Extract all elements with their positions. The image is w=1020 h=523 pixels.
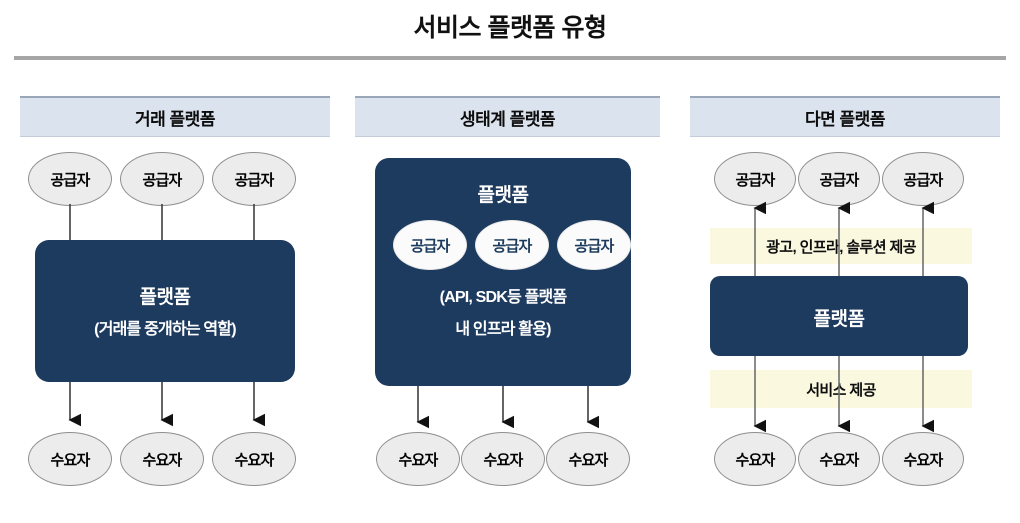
flow-band-lower: 서비스 제공 — [710, 370, 972, 408]
node-supplier: 공급자 — [714, 152, 796, 206]
platform-box-title: 플랫폼 — [813, 309, 865, 330]
platform-box-ecosystem: 플랫폼 공급자 공급자 공급자 (API, SDK등 플랫폼 내 인프라 활용) — [375, 158, 631, 386]
connector-platform-to-supplier — [753, 201, 935, 276]
node-supplier: 공급자 — [28, 152, 112, 206]
platform-box-subtitle: (거래를 중개하는 역할) — [94, 321, 236, 338]
connector-platform-to-consumer — [68, 382, 266, 427]
node-consumer: 수요자 — [461, 432, 545, 486]
node-supplier: 공급자 — [212, 152, 296, 206]
connector-platform-to-consumer — [753, 356, 935, 433]
node-supplier-inner: 공급자 — [557, 220, 631, 270]
flow-band-upper: 광고, 인프라, 솔루션 제공 — [710, 228, 972, 264]
node-consumer: 수요자 — [376, 432, 460, 486]
platform-box-title: 플랫폼 — [139, 287, 191, 308]
column-header-multisided: 다면 플랫폼 — [690, 96, 1000, 137]
node-consumer: 수요자 — [882, 432, 964, 486]
node-supplier: 공급자 — [120, 152, 204, 206]
column-header-transaction: 거래 플랫폼 — [20, 96, 330, 137]
connector-platform-to-consumer — [416, 386, 600, 429]
node-supplier-inner: 공급자 — [475, 220, 549, 270]
node-consumer: 수요자 — [212, 432, 296, 486]
node-consumer: 수요자 — [120, 432, 204, 486]
title-divider — [14, 56, 1006, 60]
node-supplier-inner: 공급자 — [393, 220, 467, 270]
platform-box-subtitle-line2: 내 인프라 활용) — [455, 321, 551, 338]
page-title: 서비스 플랫폼 유형 — [413, 14, 607, 42]
column-header-ecosystem: 생태계 플랫폼 — [355, 96, 660, 137]
platform-box-multisided: 플랫폼 — [710, 276, 968, 356]
platform-box-subtitle-line1: (API, SDK등 플랫폼 — [439, 289, 568, 306]
node-consumer: 수요자 — [798, 432, 880, 486]
platform-box-title: 플랫폼 — [477, 185, 529, 206]
node-consumer: 수요자 — [28, 432, 112, 486]
node-supplier: 공급자 — [798, 152, 880, 206]
node-consumer: 수요자 — [546, 432, 630, 486]
connector-supplier-to-platform — [69, 204, 255, 242]
node-supplier: 공급자 — [882, 152, 964, 206]
platform-box-transaction: 플랫폼 (거래를 중개하는 역할) — [35, 240, 295, 382]
node-consumer: 수요자 — [714, 432, 796, 486]
